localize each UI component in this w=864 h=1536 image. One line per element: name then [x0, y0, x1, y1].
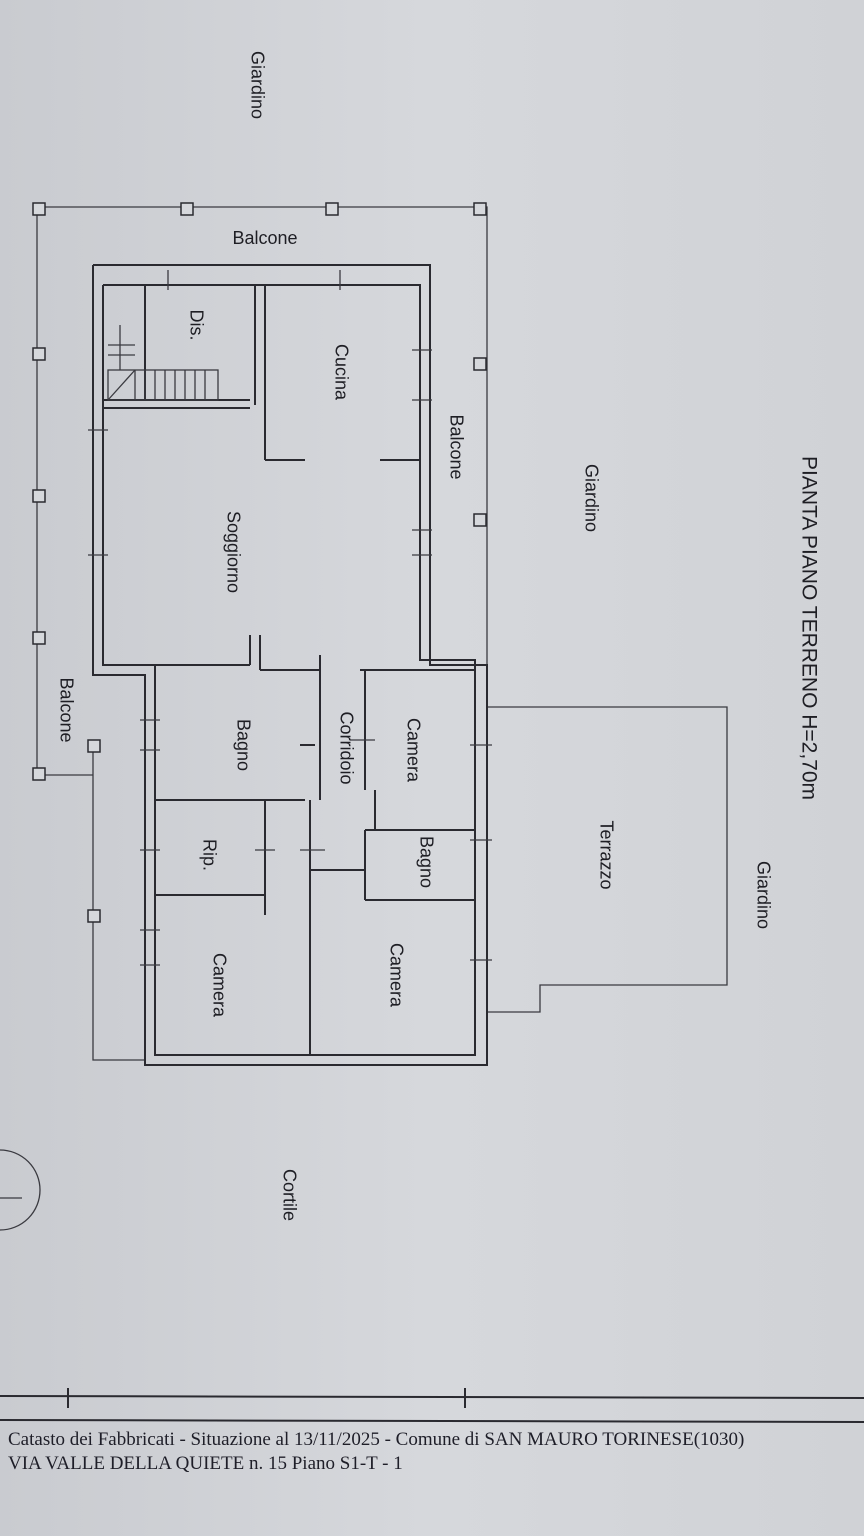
label-giardino: Giardino [753, 861, 773, 929]
label-bagno: Bagno [233, 719, 253, 771]
building-walls [92, 264, 488, 1066]
terrace-outline [487, 706, 728, 1013]
label-disimpegno: Dis. [186, 310, 206, 341]
footer-line-2: VIA VALLE DELLA QUIETE n. 15 Piano S1-T … [8, 1453, 403, 1474]
scale-bar [0, 1149, 864, 1423]
label-giardino: Giardino [247, 51, 267, 119]
label-cucina: Cucina [331, 344, 351, 401]
plan-title: PIANTA PIANO TERRENO H=2,70m [797, 456, 820, 800]
label-ripostiglio: Rip. [199, 839, 219, 871]
balcony-outline [32, 202, 488, 1061]
label-giardino: Giardino [581, 464, 601, 532]
label-balcone: Balcone [232, 228, 297, 248]
label-camera: Camera [403, 718, 423, 783]
label-terrazzo: Terrazzo [596, 820, 616, 889]
label-camera: Camera [209, 953, 229, 1018]
label-soggiorno: Soggiorno [223, 511, 243, 593]
label-balcone: Balcone [446, 414, 466, 479]
label-corridoio: Corridoio [336, 711, 356, 784]
label-balcone: Balcone [56, 677, 76, 742]
north-arrow-icon [0, 1149, 41, 1231]
label-camera: Camera [386, 943, 406, 1008]
cadastre-footer: Catasto dei Fabbricati - Situazione al 1… [8, 1428, 744, 1476]
window-marks [88, 270, 492, 966]
label-cortile: Cortile [279, 1169, 299, 1221]
label-bagno: Bagno [416, 836, 436, 888]
staircase [107, 325, 219, 401]
footer-line-1: Catasto dei Fabbricati - Situazione al 1… [8, 1429, 745, 1450]
